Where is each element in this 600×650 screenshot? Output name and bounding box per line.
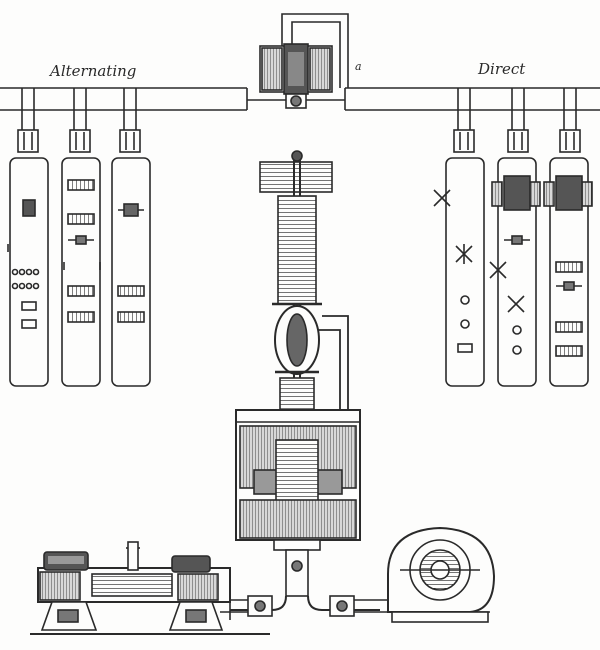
rotary-converter: [247, 13, 349, 109]
spark-gap-icon: [455, 244, 473, 264]
centrifugal-pump: [387, 526, 496, 623]
center-mark-label: a: [355, 60, 362, 73]
pipework: [220, 549, 392, 620]
central-tank: [235, 409, 361, 551]
spark-gap-icon: [507, 295, 525, 313]
direct-label: Direct: [477, 60, 526, 78]
spring-column: [259, 150, 349, 490]
direct-panel-2: [489, 88, 541, 387]
direct-bus-bar: [344, 87, 600, 111]
alternating-panel-1: [7, 88, 49, 387]
alternating-panel-2: [61, 88, 101, 387]
spark-gap-icon: [433, 189, 451, 207]
engine-unit: [37, 541, 231, 631]
alternating-label: Alternating: [48, 62, 136, 80]
spark-gap-icon: [489, 261, 507, 279]
direct-panel-3: [543, 88, 593, 387]
alternating-panel-3: [111, 88, 151, 387]
direct-panel-1: [433, 88, 485, 387]
